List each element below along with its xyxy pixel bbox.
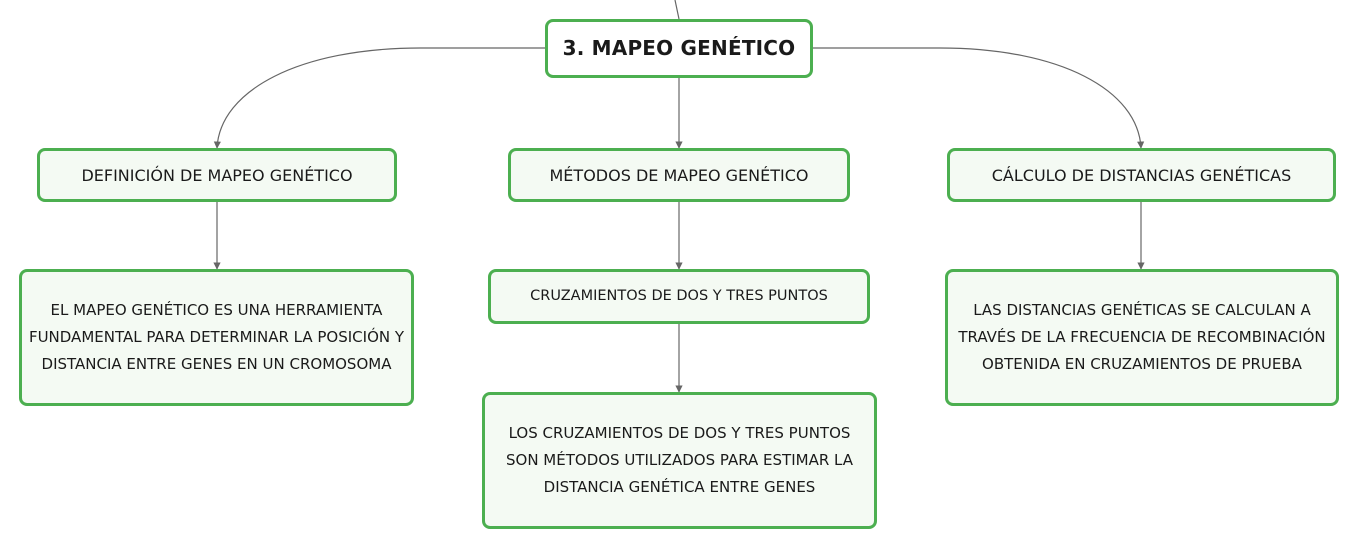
cruzamientos-description-node[interactable]: LOS CRUZAMIENTOS DE DOS Y TRES PUNTOS SO… xyxy=(482,392,877,529)
cruzamientos-node[interactable]: CRUZAMIENTOS DE DOS Y TRES PUNTOS xyxy=(488,269,870,324)
branch-metodos-node[interactable]: MÉTODOS DE MAPEO GENÉTICO xyxy=(508,148,850,202)
branch-definicion-node[interactable]: DEFINICIÓN DE MAPEO GENÉTICO xyxy=(37,148,397,202)
connector-root-to-definicion xyxy=(213,47,545,149)
connector-root-to-calculo xyxy=(813,47,1145,149)
connector-parent-to-root xyxy=(674,0,680,20)
definicion-description-node[interactable]: EL MAPEO GENÉTICO ES UNA HERRAMIENTA FUN… xyxy=(19,269,414,406)
calculo-description-node[interactable]: LAS DISTANCIAS GENÉTICAS SE CALCULAN A T… xyxy=(945,269,1339,406)
branch-calculo-node[interactable]: CÁLCULO DE DISTANCIAS GENÉTICAS xyxy=(947,148,1336,202)
root-node[interactable]: 3. MAPEO GENÉTICO xyxy=(545,19,813,78)
